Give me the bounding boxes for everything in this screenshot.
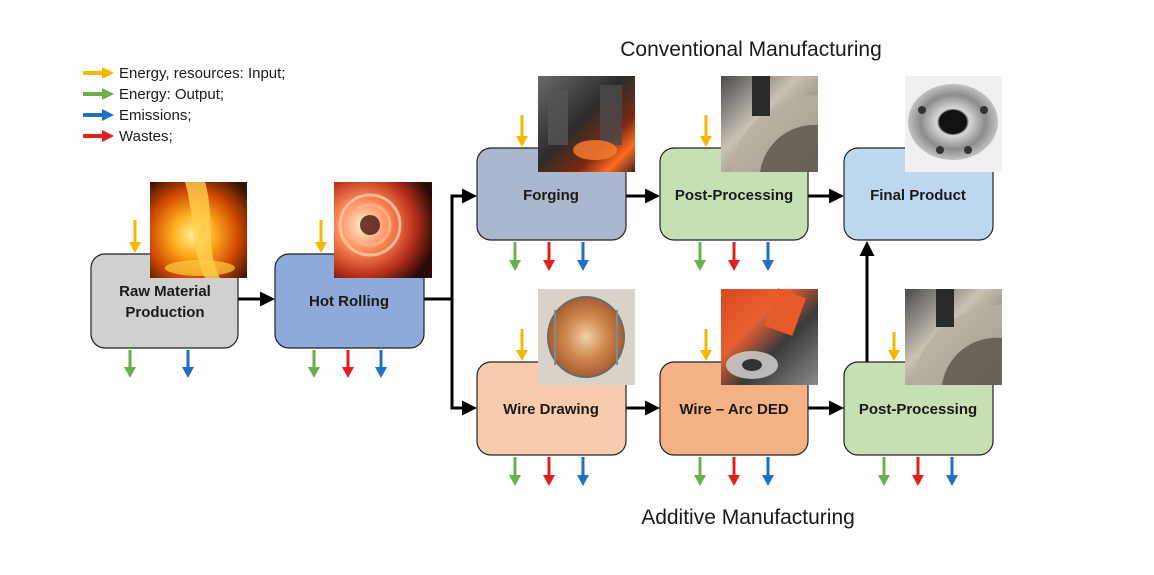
additive-manufacturing-title: Additive Manufacturing (641, 506, 855, 529)
input-arrow-icon (315, 220, 327, 253)
legend-emissions: Emissions; (83, 107, 192, 124)
legend-output: Energy: Output; (83, 86, 224, 103)
input-arrow-icon (129, 220, 141, 253)
output-arrow-icon (694, 242, 706, 271)
hot-steel-coil-photo (334, 182, 432, 278)
post-processing-add-label: Post-Processing (859, 401, 977, 418)
wastes-arrow-icon (543, 457, 555, 486)
input-arrow-icon (888, 332, 900, 361)
legend-arrow-icon (102, 88, 114, 100)
legend-text: Energy: Output; (119, 86, 224, 103)
output-arrow-icon (694, 457, 706, 486)
emissions-arrow-icon (375, 350, 387, 378)
legend-input: Energy, resources: Input; (83, 65, 285, 82)
legend-text: Energy, resources: Input; (119, 65, 285, 82)
legend-arrow-icon (102, 109, 114, 121)
output-arrow-icon (308, 350, 320, 378)
wire-drawing-label: Wire Drawing (503, 401, 599, 418)
node-wire-arc-ded: Wire – Arc DED (659, 361, 809, 456)
flange-product-photo (905, 76, 1002, 172)
legend-text: Wastes; (119, 128, 173, 145)
output-arrow-icon (878, 457, 890, 486)
connector-hotrolling-to-forging (424, 188, 477, 301)
emissions-arrow-icon (577, 457, 589, 486)
copper-wire-spool-photo (538, 289, 635, 385)
raw-material-label-line1: Raw Material (119, 283, 211, 300)
wire-arc-ded-label: Wire – Arc DED (679, 401, 789, 418)
input-arrow-icon (700, 115, 712, 147)
legend-arrow-icon (102, 67, 114, 79)
emissions-arrow-icon (182, 350, 194, 378)
emissions-arrow-icon (577, 242, 589, 271)
forging-label: Forging (523, 187, 579, 204)
node-post-processing-additive: Post-Processing (843, 361, 994, 456)
conventional-manufacturing-title: Conventional Manufacturing (620, 38, 882, 61)
input-arrow-icon (516, 115, 528, 147)
molten-metal-photo (150, 182, 247, 278)
connector-hotrolling-to-wiredrawing (450, 299, 477, 416)
legend: Energy, resources: Input; Energy: Output;… (83, 65, 285, 145)
output-arrow-icon (124, 350, 136, 378)
raw-material-label-line2: Production (125, 304, 204, 321)
wastes-arrow-icon (342, 350, 354, 378)
machining-conv-photo (721, 76, 818, 172)
flow-connectors (238, 188, 875, 416)
legend-wastes: Wastes; (83, 128, 173, 145)
emissions-arrow-icon (946, 457, 958, 486)
emissions-arrow-icon (762, 457, 774, 486)
legend-arrow-icon (102, 130, 114, 142)
machining-add-photo (905, 289, 1002, 385)
output-arrow-icon (509, 457, 521, 486)
final-product-label: Final Product (870, 187, 966, 204)
output-arrow-icon (509, 242, 521, 271)
node-wire-drawing: Wire Drawing (476, 361, 627, 456)
hot-rolling-label: Hot Rolling (309, 293, 389, 310)
wastes-arrow-icon (912, 457, 924, 486)
input-arrow-icon (700, 329, 712, 361)
legend-text: Emissions; (119, 107, 192, 124)
wastes-arrow-icon (728, 242, 740, 271)
emissions-arrow-icon (762, 242, 774, 271)
resource-arrows (124, 115, 958, 486)
forging-press-photo (538, 76, 635, 172)
robotic-arc-welding-photo (721, 288, 818, 385)
wastes-arrow-icon (543, 242, 555, 271)
post-processing-conv-label: Post-Processing (675, 187, 793, 204)
wastes-arrow-icon (728, 457, 740, 486)
input-arrow-icon (516, 329, 528, 361)
